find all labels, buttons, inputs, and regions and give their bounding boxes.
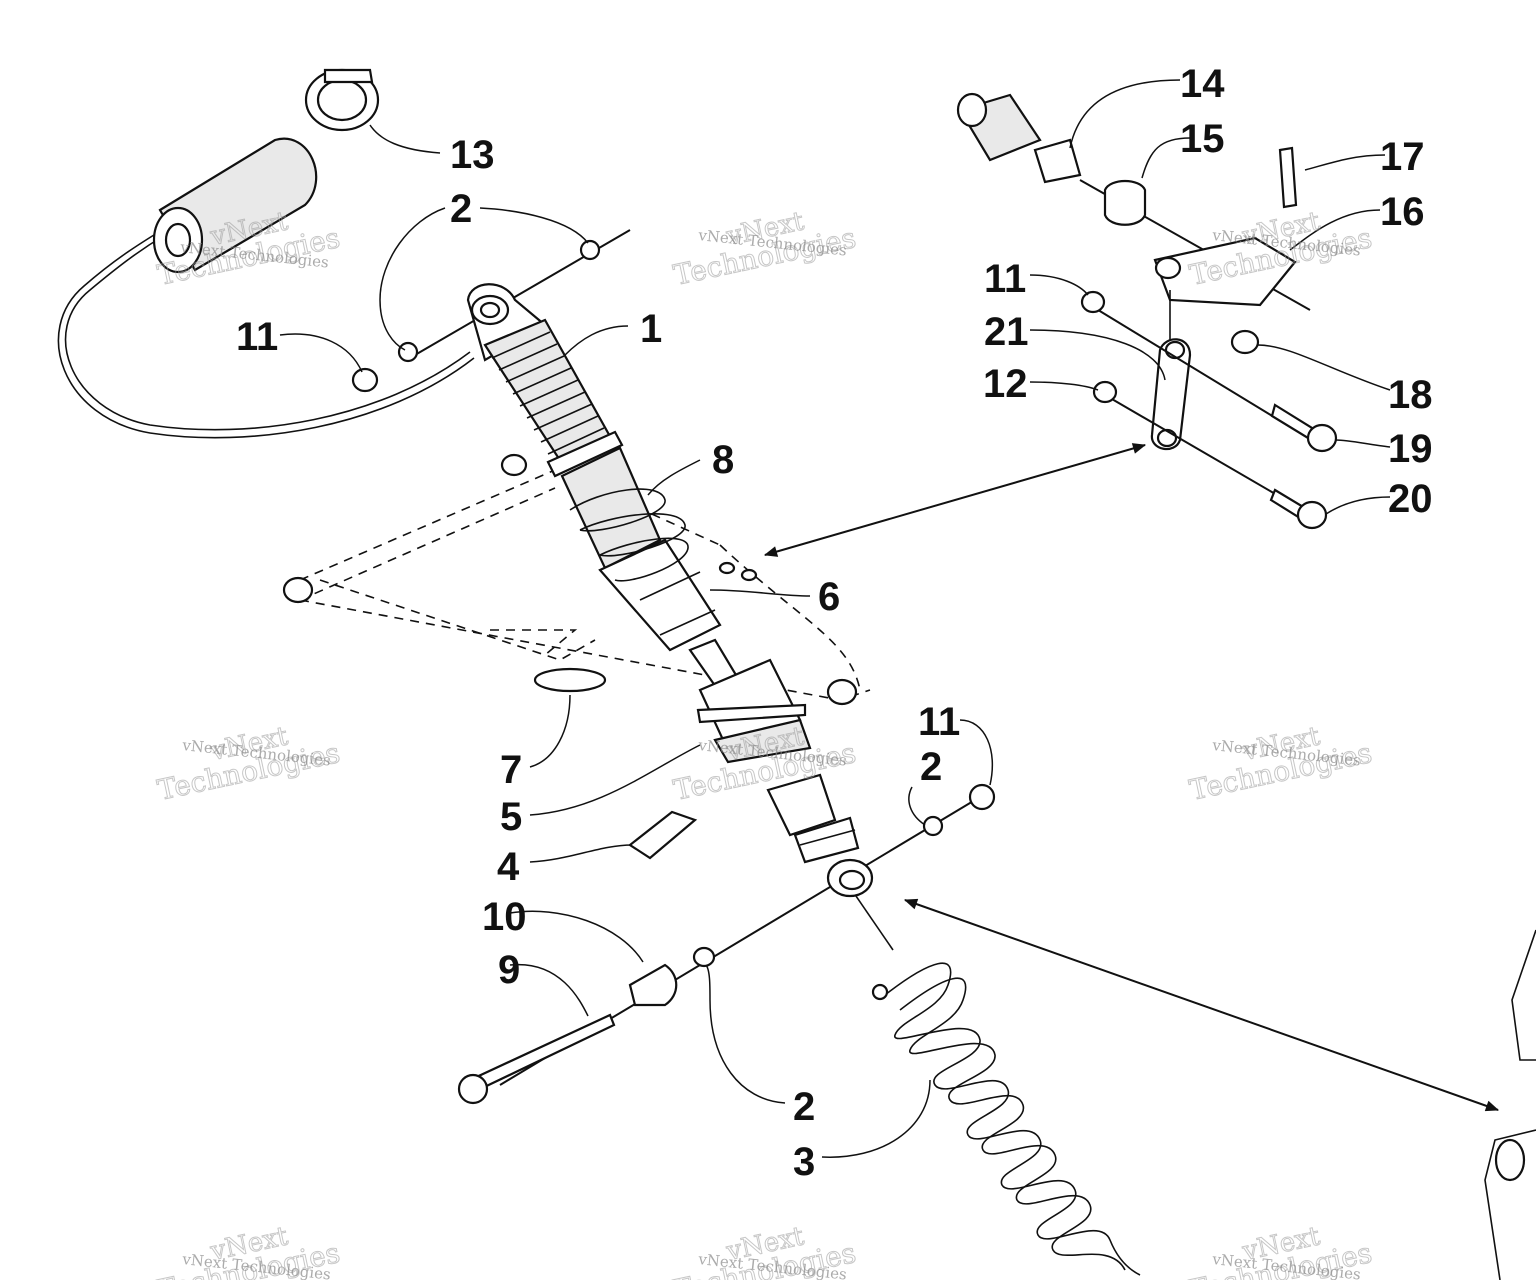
- callout-21: 21: [984, 310, 1029, 354]
- spring-retainer: [569, 488, 689, 582]
- callout-11-left: 11: [236, 315, 278, 359]
- upper-washer: [579, 239, 601, 261]
- watermarks: vNext Technologies vNext Technologies vN…: [154, 206, 1375, 1280]
- lower-washer: [692, 946, 716, 968]
- reference-arrow-upper: [763, 443, 1147, 557]
- callout-18: 18: [1388, 373, 1433, 417]
- callout-11-right: 11: [984, 257, 1026, 301]
- bolt-19: [1270, 403, 1314, 440]
- callout-2-bottom: 2: [793, 1085, 815, 1129]
- linkage-assembly: [956, 92, 1338, 530]
- lower-right-washer: [922, 815, 944, 837]
- upper-left-nut: [351, 367, 379, 393]
- lower-eyelet: [766, 773, 860, 864]
- callout-11-lower: 11: [918, 700, 960, 744]
- reservoir-and-hose: [57, 68, 475, 439]
- frame-edge: [1484, 929, 1536, 1280]
- bellcrank: [1153, 236, 1297, 307]
- long-bolt: [457, 1013, 616, 1105]
- bumper: [628, 810, 698, 860]
- callout-16: 16: [1380, 190, 1425, 234]
- reference-arrow-lower: [903, 898, 1500, 1112]
- link-rod-21: [1150, 338, 1192, 451]
- callout-1: 1: [640, 307, 662, 351]
- lower-collar: [696, 658, 812, 764]
- o-ring: [533, 667, 607, 693]
- coil-spring: [871, 962, 1141, 1276]
- callout-7: 7: [500, 748, 522, 792]
- callout-2-upper: 2: [450, 187, 472, 231]
- nut-12: [1092, 380, 1118, 404]
- callout-20: 20: [1388, 477, 1433, 521]
- swing-arm-outline: [282, 453, 871, 706]
- shock-absorber-body: [466, 283, 747, 702]
- callout-2-lower-right: 2: [920, 745, 942, 789]
- callout-14: 14: [1180, 62, 1225, 106]
- callout-3: 3: [793, 1140, 815, 1184]
- callout-labels: 1 2 2 2 3 4 5 6 7 8 9 10 11 11 11 12 13 …: [236, 62, 1433, 1184]
- leader-lines: [279, 79, 1391, 1158]
- callout-13: 13: [450, 133, 495, 177]
- bushing-15: [1103, 179, 1147, 226]
- nut-18: [1230, 329, 1260, 355]
- shock-threads: [491, 331, 605, 455]
- callout-10: 10: [482, 895, 527, 939]
- callout-19: 19: [1388, 427, 1433, 471]
- callout-4: 4: [497, 845, 520, 889]
- upper-left-washer: [397, 341, 419, 363]
- callout-8: 8: [712, 438, 734, 482]
- lower-right-nut: [968, 783, 996, 811]
- nut-11-right: [1080, 290, 1106, 314]
- bolt-17: [1278, 146, 1298, 209]
- callout-5: 5: [500, 795, 522, 839]
- callout-6: 6: [818, 575, 840, 619]
- callout-12: 12: [983, 362, 1028, 406]
- callout-17: 17: [1380, 135, 1425, 179]
- callout-15: 15: [1180, 117, 1225, 161]
- spacer-bushing: [628, 963, 678, 1007]
- callout-9: 9: [498, 948, 520, 992]
